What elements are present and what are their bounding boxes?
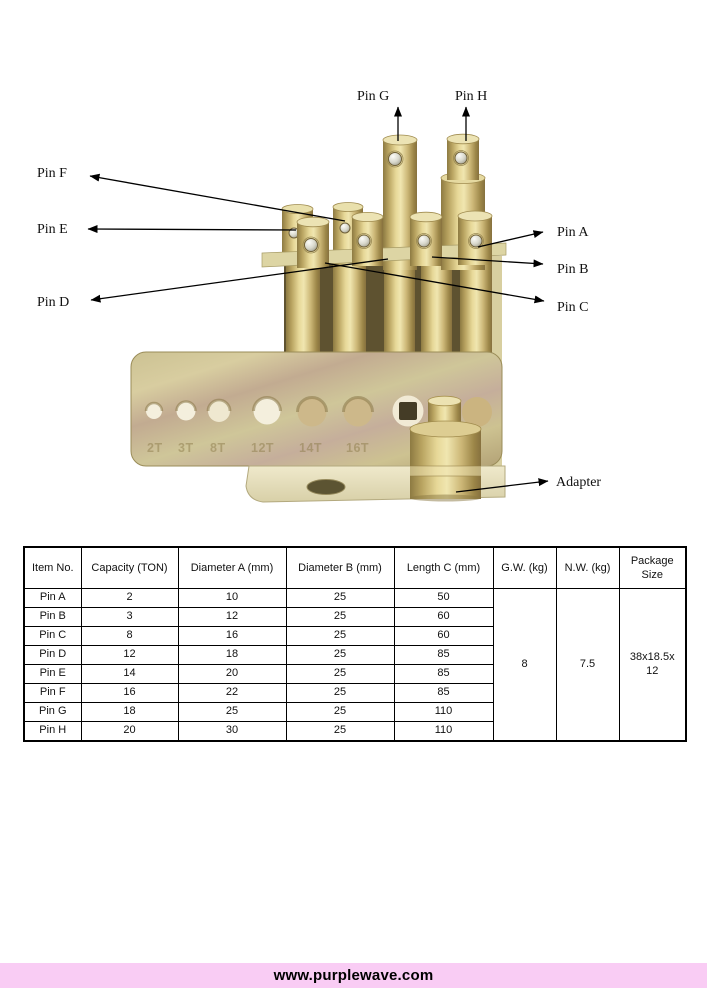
cell-capacity: 12 [80,645,179,665]
cell-item: Pin E [23,664,82,684]
table-row: Pin A 2 10 25 50 8 7.5 38x18.5x 12 [23,588,687,742]
cell-length-c: 50 [393,588,494,608]
pin-e-arrow [87,225,297,234]
cell-capacity: 2 [80,588,179,608]
pin-d-label: Pin D [37,295,69,310]
stamp-14t: 14T [299,441,322,455]
footer-bar: www.purplewave.com [0,963,707,988]
cell-length-c: 110 [393,721,494,742]
pin-b-arrow [431,256,544,268]
stamp-3t: 3T [178,441,194,455]
cell-diameter-a: 25 [177,702,287,722]
pin-front-left [296,216,330,268]
spec-table: Item No. Capacity (TON) Diameter A (mm) … [23,546,687,742]
cell-item: Pin B [23,607,82,627]
cell-diameter-b: 25 [285,664,395,684]
cell-diameter-b: 25 [285,702,395,722]
pin-a-label: Pin A [557,225,589,240]
table-row: Pin B 3 12 25 60 [23,607,686,627]
cell-diameter-a: 20 [177,664,287,684]
pin-f-arrow [89,173,346,222]
cell-diameter-b: 25 [285,626,395,646]
cell-gw: 8 [492,588,557,742]
cell-item: Pin A [23,588,82,608]
cell-capacity: 16 [80,683,179,703]
cell-capacity: 20 [80,721,179,742]
cell-diameter-b: 25 [285,683,395,703]
cell-diameter-b: 25 [285,721,395,742]
adapter-label: Adapter [556,475,601,490]
cell-length-c: 110 [393,702,494,722]
col-header-nw: N.W. (kg) [555,546,620,589]
cell-capacity: 3 [80,607,179,627]
cell-diameter-a: 16 [177,626,287,646]
cell-diameter-a: 12 [177,607,287,627]
callout-arrows [87,106,549,493]
cell-item: Pin D [23,645,82,665]
col-header-package: Package Size [618,546,687,589]
cell-capacity: 8 [80,626,179,646]
cell-diameter-a: 22 [177,683,287,703]
plate-tonnage-stamps: 2T 3T 8T 12T 14T 16T [147,441,369,455]
pin-c-label: Pin C [557,300,589,315]
cell-item: Pin F [23,683,82,703]
col-header-item: Item No. [23,546,82,589]
table-row: Pin H 20 30 25 110 [23,721,686,742]
cell-capacity: 18 [80,702,179,722]
website-url: www.purplewave.com [273,967,434,984]
cell-item: Pin C [23,626,82,646]
cell-diameter-b: 25 [285,645,395,665]
pin-front-far-right [457,210,493,265]
col-header-gw: G.W. (kg) [492,546,557,589]
cell-length-c: 85 [393,683,494,703]
gauge-plate: 2T 3T 8T 12T 14T 16T [130,351,503,467]
cell-capacity: 14 [80,664,179,684]
pin-f-label: Pin F [37,166,67,181]
cell-nw: 7.5 [555,588,620,742]
callout-labels: Pin G Pin H Pin F Pin E Pin D Pin A Pin … [37,89,601,490]
cell-diameter-b: 25 [285,607,395,627]
pin-g-label: Pin G [357,89,389,104]
cell-package-size: 38x18.5x 12 [618,588,687,742]
col-header-length-c: Length C (mm) [393,546,494,589]
header-row: Item No. Capacity (TON) Diameter A (mm) … [23,546,687,589]
cell-item: Pin G [23,702,82,722]
cell-diameter-a: 10 [177,588,287,608]
stamp-2t: 2T [147,441,163,455]
stamp-12t: 12T [251,441,274,455]
col-header-capacity: Capacity (TON) [80,546,179,589]
pin-h-label: Pin H [455,89,487,104]
pin-a-arrow [477,230,544,248]
cell-diameter-a: 18 [177,645,287,665]
pin-press-set-illustration: 2T 3T 8T 12T 14T 16T [37,89,601,503]
cell-length-c: 85 [393,664,494,684]
table-row: Pin G 18 25 25 110 [23,702,686,722]
pin-e-label: Pin E [37,222,68,237]
table-row: Pin E 14 20 25 85 [23,664,686,684]
col-header-diameter-a: Diameter A (mm) [177,546,287,589]
gauge-holes [144,395,424,427]
pin-c-arrow [324,262,545,304]
cell-length-c: 60 [393,607,494,627]
stamp-8t: 8T [210,441,226,455]
cell-diameter-b: 25 [285,588,395,608]
product-photo: 2T 3T 8T 12T 14T 16T [37,89,601,503]
cell-length-c: 60 [393,626,494,646]
adapter-part [409,395,492,502]
table-row: Pin C 8 16 25 60 [23,626,686,646]
pin-front-center [351,211,384,266]
stamp-16t: 16T [346,441,369,455]
cell-diameter-a: 30 [177,721,287,742]
adapter-arrow [455,478,549,493]
cell-item: Pin H [23,721,82,742]
col-header-diameter-b: Diameter B (mm) [285,546,395,589]
cell-length-c: 85 [393,645,494,665]
pin-b-label: Pin B [557,262,589,277]
table-row: Pin D 12 18 25 85 [23,645,686,665]
